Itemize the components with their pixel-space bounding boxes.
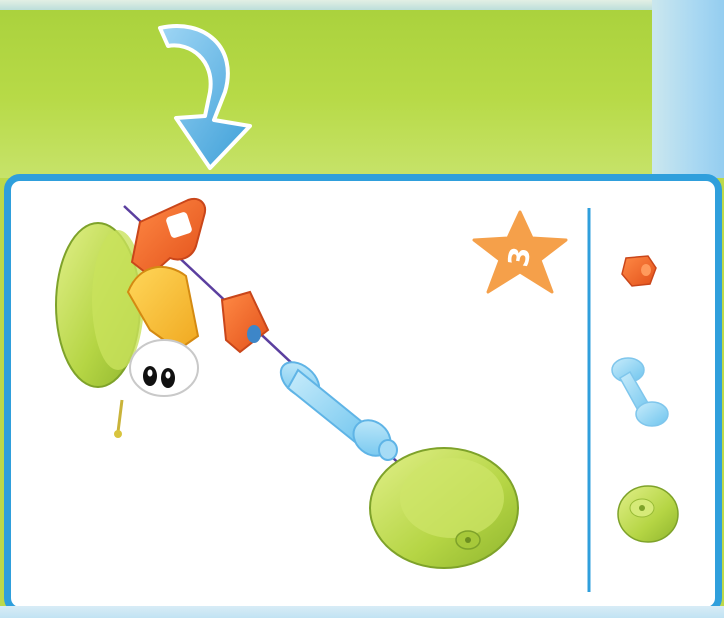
- green-wheel-part: [370, 448, 518, 568]
- blue-axle-part: [274, 355, 397, 463]
- green-wheel-icon: [618, 486, 678, 542]
- blue-axle-icon: [612, 358, 668, 426]
- orange-peg-part: [222, 292, 268, 352]
- car-body: [56, 199, 205, 438]
- orange-peg-icon: [622, 256, 656, 286]
